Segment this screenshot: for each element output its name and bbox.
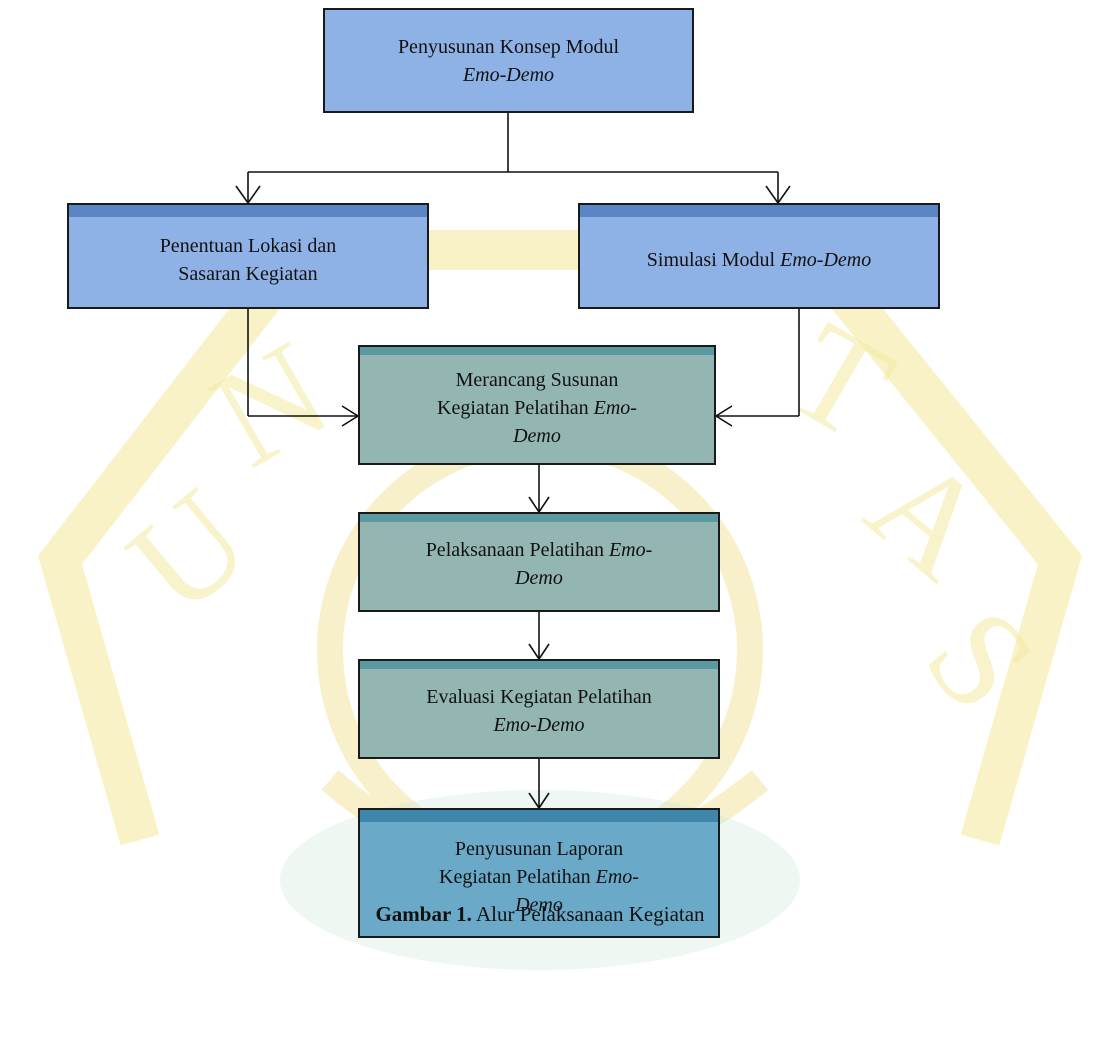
node-label: Evaluasi Kegiatan Pelatihan: [426, 686, 652, 708]
arrowhead: [714, 405, 733, 427]
node-evaluasi-kegiatan: Evaluasi Kegiatan Pelatihan Emo-Demo: [358, 659, 720, 759]
node-label: Penyusunan Konsep Modul: [397, 35, 620, 58]
node-penentuan-lokasi: Penentuan Lokasi dan Sasaran Kegiatan: [67, 203, 429, 309]
node-label: Merancang Susunan: [455, 369, 619, 391]
node-label-em: Emo-Demo: [493, 714, 585, 736]
node-label: Sasaran Kegiatan: [178, 263, 318, 285]
node-label: Kegiatan Pelatihan: [437, 397, 594, 419]
node-label: Penentuan Lokasi dan: [159, 235, 337, 257]
node-label: Kegiatan Pelatihan: [439, 866, 596, 888]
node-pelaksanaan-pelatihan: Pelaksanaan Pelatihan Emo- Demo: [358, 512, 720, 612]
caption-text: Alur Pelaksanaan Kegiatan: [471, 902, 705, 926]
node-label-em: Emo-: [595, 866, 639, 888]
node-merancang-susunan: Merancang Susunan Kegiatan Pelatihan Emo…: [358, 345, 716, 465]
node-label: Simulasi Modul: [646, 249, 781, 271]
node-label: Penyusunan Laporan: [454, 838, 624, 860]
node-label-em: Demo: [515, 567, 563, 589]
node-label-em: Emo-Demo: [462, 63, 555, 86]
figure-caption: Gambar 1. Alur Pelaksanaan Kegiatan: [0, 902, 1080, 927]
node-label-em: Emo-: [593, 397, 637, 419]
caption-label: Gambar 1.: [375, 902, 472, 926]
node-label-em: Demo: [513, 425, 561, 447]
node-simulasi-modul: Simulasi Modul Emo-Demo: [578, 203, 940, 309]
node-label-em: Emo-: [608, 539, 653, 561]
node-label-em: Demo: [515, 894, 563, 916]
node-penyusunan-laporan: Penyusunan Laporan Kegiatan Pelatihan Em…: [358, 808, 720, 938]
node-penyusunan-konsep: Penyusunan Konsep Modul Emo-Demo: [323, 8, 694, 113]
node-label: Pelaksanaan Pelatihan: [425, 539, 609, 561]
node-label-em: Emo-Demo: [780, 249, 872, 271]
